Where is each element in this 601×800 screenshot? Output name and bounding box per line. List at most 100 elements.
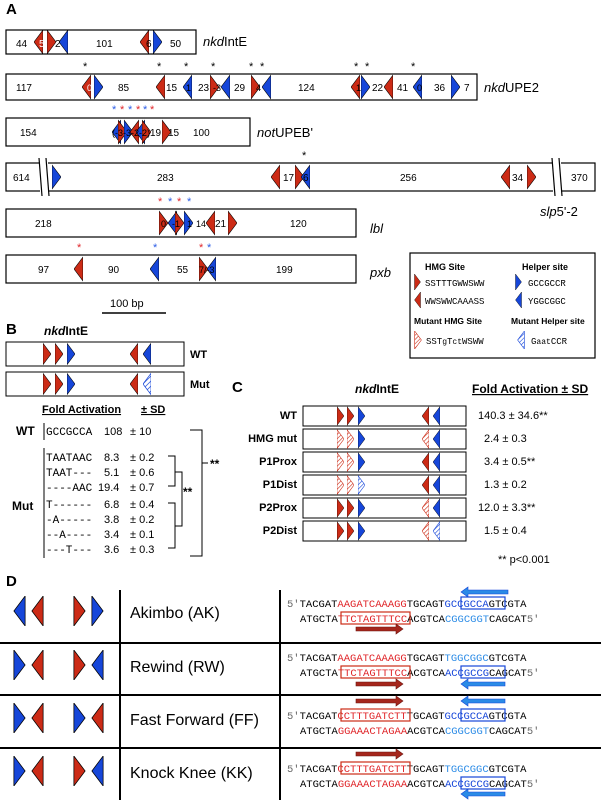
panel-d-grid — [0, 590, 601, 800]
svg-text:Helper site: Helper site — [522, 262, 568, 272]
svg-text:12.0 ± 3.3**: 12.0 ± 3.3** — [478, 502, 536, 514]
svg-text:3.6: 3.6 — [104, 544, 119, 556]
svg-text:± 0.1: ± 0.1 — [130, 529, 154, 541]
svg-text:*: * — [184, 61, 189, 73]
segment-label: 36 — [434, 83, 446, 94]
svg-text:108: 108 — [104, 426, 122, 438]
segment-label: 370 — [571, 173, 588, 184]
svg-text:*: * — [249, 61, 254, 73]
svg-text:± 0.6: ± 0.6 — [130, 467, 154, 479]
segment-label: 15 — [168, 128, 180, 139]
row-name: pxb — [369, 265, 391, 280]
panel-c-header: Fold Activation ± SD — [472, 382, 588, 396]
segment-label: 55 — [177, 265, 189, 276]
svg-text:WT: WT — [280, 410, 297, 422]
segment-label: 44 — [16, 39, 28, 50]
panel-b-label: B — [6, 321, 17, 338]
svg-text:*: * — [199, 242, 204, 254]
mut-row: ---T---3.6± 0.3 — [46, 544, 154, 557]
svg-text:*: * — [83, 61, 88, 73]
svg-text:5'TACGATAAGATCAAAGGTGCAGTTGGCG: 5'TACGATAAGATCAAAGGTGCAGTTGGCGGCGTCGTA — [287, 653, 527, 665]
segment-label: 15 — [166, 83, 178, 94]
svg-text:*: * — [136, 104, 141, 116]
svg-text:± 0.2: ± 0.2 — [130, 452, 154, 464]
svg-text:TAAT---: TAAT--- — [46, 468, 92, 480]
svg-text:--A----: --A---- — [46, 530, 92, 542]
segment-label: 22 — [372, 83, 384, 94]
svg-text:Mut: Mut — [12, 499, 33, 513]
wt-label: WT — [190, 349, 207, 361]
segment-label: 0 — [87, 83, 92, 93]
segment-label: 6 — [303, 173, 309, 184]
svg-text:*: * — [168, 196, 173, 208]
svg-text:5'TACGATCCTTTGATCTTTGCAGTTGGCG: 5'TACGATCCTTTGATCTTTGCAGTTGGCGGCGTCGTA — [287, 764, 527, 776]
svg-text:19.4: 19.4 — [98, 482, 119, 494]
row-name: lbl — [370, 221, 384, 236]
svg-text:*: * — [112, 104, 117, 116]
panel-c-title: nkdIntE — [355, 382, 399, 396]
star-marker: * — [302, 150, 307, 162]
row-name: notUPEB' — [257, 125, 313, 140]
svg-text:140.3 ± 34.6**: 140.3 ± 34.6** — [478, 410, 548, 422]
segment-label: 218 — [35, 219, 52, 230]
svg-text:1.3 ± 0.2: 1.3 ± 0.2 — [484, 479, 527, 491]
mut-row: T------6.8± 0.4 — [46, 499, 154, 512]
star-markers: * * * * — [77, 242, 212, 254]
panel-a-label: A — [6, 1, 17, 18]
svg-text:± 0.4: ± 0.4 — [130, 499, 154, 511]
table-c: WT 140.3 ± 34.6** HMG mut 2.4 ± 0.3 P1Pr… — [248, 405, 548, 542]
segment-label: 7/-3 — [199, 265, 215, 275]
segment-label: 124 — [298, 83, 315, 94]
svg-text:SSTTTGWWSWW: SSTTTGWWSWW — [425, 279, 485, 289]
svg-text:HMG mut: HMG mut — [248, 433, 297, 445]
svg-text:5.1: 5.1 — [104, 467, 119, 479]
segment-label: 50 — [170, 39, 182, 50]
svg-text:Mutant HMG Site: Mutant HMG Site — [414, 316, 482, 326]
svg-text:Mutant Helper site: Mutant Helper site — [511, 316, 585, 326]
svg-text:WT: WT — [16, 424, 35, 438]
svg-text:GCCGCCR: GCCGCCR — [528, 279, 566, 289]
row-akimbo: Akimbo (AK) 5'TACGATAAGATCAAAGGTGCAGTGCC… — [13, 586, 539, 635]
svg-text:WWSWWCAAASS: WWSWWCAAASS — [425, 297, 484, 307]
segment-label: (-3-3-2-2) — [112, 128, 150, 138]
row-nkdupe2: 117 0 85 15 1 23 -3 29 4 124 1 22 41 0 3… — [5, 61, 539, 101]
segment-label: 614 — [13, 173, 30, 184]
svg-text:---T---: ---T--- — [46, 545, 92, 557]
row-name: nkdIntE — [203, 34, 247, 49]
svg-text:ATGCTATTCTAGTTTCCACGTCAACCGCCG: ATGCTATTCTAGTTTCCACGTCAACCGCCGCAGCAT5' — [300, 668, 539, 680]
svg-text:Fold Activation: Fold Activation — [42, 404, 121, 416]
svg-text:3.4: 3.4 — [104, 529, 119, 541]
svg-text:----AAC: ----AAC — [46, 483, 93, 495]
row-rewind: Rewind (RW) 5'TACGATAAGATCAAAGGTGCAGTTGG… — [13, 650, 539, 690]
svg-text:± 0.7: ± 0.7 — [130, 482, 154, 494]
star-markers: * * * * * * * * * — [83, 61, 416, 73]
svg-text:*: * — [260, 61, 265, 73]
svg-text:*: * — [143, 104, 148, 116]
svg-text:5'TACGATCCTTTGATCTTTGCAGTGCCGC: 5'TACGATCCTTTGATCTTTGCAGTGCCGCCAGTCGTA — [287, 711, 527, 723]
segment-label: 2 — [55, 39, 61, 50]
segment-label: 283 — [157, 173, 174, 184]
segment-label: 19 — [150, 128, 162, 139]
svg-text:*: * — [120, 104, 125, 116]
svg-text:Knock Knee (KK): Knock Knee (KK) — [130, 765, 253, 782]
segment-label: 6 — [146, 39, 152, 50]
segment-label: 4 — [256, 83, 261, 93]
segment-label: 97 — [38, 265, 50, 276]
svg-text:*: * — [153, 242, 158, 254]
panel-b-title: nkdIntE — [44, 324, 88, 338]
svg-text:*: * — [77, 242, 82, 254]
svg-text:8.3: 8.3 — [104, 452, 119, 464]
segment-label: 1 — [186, 83, 191, 93]
segment-label: 199 — [276, 265, 293, 276]
table-b-header: Fold Activation ± SD — [42, 404, 165, 416]
row-knock-knee: Knock Knee (KK) 5'TACGATCCTTTGATCTTTGCAG… — [13, 748, 539, 800]
svg-text:± SD: ± SD — [141, 404, 165, 416]
svg-text:P1Dist: P1Dist — [263, 479, 298, 491]
segment-label: 0 — [417, 83, 422, 93]
segment-label: 17 — [283, 173, 295, 184]
svg-text:3.8: 3.8 — [104, 514, 119, 526]
svg-text:1.5 ± 0.4: 1.5 ± 0.4 — [484, 525, 527, 537]
